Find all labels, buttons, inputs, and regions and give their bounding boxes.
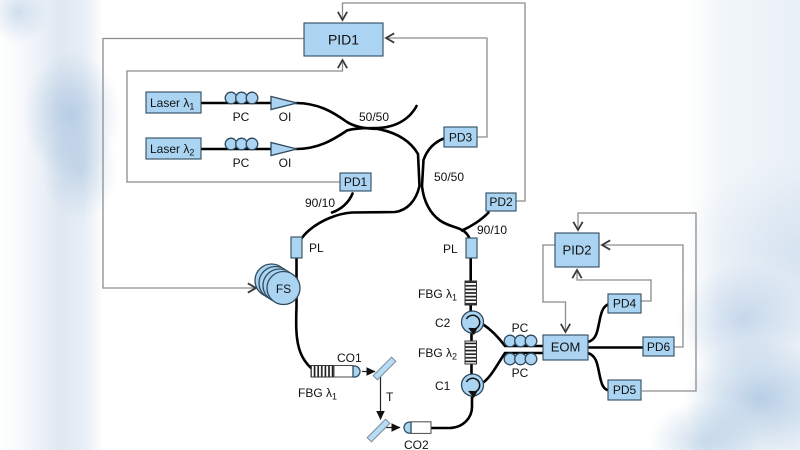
pc-eom-bottom-label: PC — [512, 366, 529, 380]
pl-left-label: PL — [309, 241, 324, 255]
fiber-c2-to-eom — [481, 322, 546, 348]
pl-right-label: PL — [443, 242, 458, 256]
feedback-pd5-to-pid2 — [572, 212, 697, 392]
pid1-controller: PID1 — [303, 22, 384, 57]
c1-label: C1 — [435, 379, 451, 393]
oi2-isolator — [270, 141, 298, 157]
pd6-label: PD6 — [647, 340, 671, 354]
pc-loop — [245, 91, 259, 105]
pd1-label: PD1 — [344, 175, 368, 189]
pid2-label: PID2 — [563, 243, 592, 258]
feedback-pd2-to-pid1 — [337, 2, 526, 202]
co2-lens-cap — [403, 421, 412, 434]
fs-fiber-stretcher: FS — [254, 263, 301, 306]
pd2-photodetector: PD2 — [485, 192, 517, 212]
pid2-controller: PID2 — [554, 232, 600, 268]
pc-loop — [524, 352, 538, 366]
pc-loop — [245, 137, 259, 151]
laser2-source: Laser λ2 — [145, 137, 202, 160]
fbg-lambda2-vertical — [464, 340, 477, 365]
c2-rotation-arrow — [465, 314, 481, 336]
fbg2v-label: FBG λ2 — [418, 346, 457, 362]
t-mirror-label: T — [386, 390, 394, 404]
c1-rotation-arrow — [465, 377, 481, 399]
feedback-pd4-to-pid2 — [571, 268, 652, 302]
co2-label: CO2 — [404, 438, 429, 450]
fiber-tap-to-pd1 — [330, 192, 354, 214]
laser2-label: Laser λ2 — [150, 142, 194, 158]
pid1-label: PID1 — [328, 32, 359, 48]
laser1-source: Laser λ1 — [145, 91, 202, 114]
pd1-photodetector: PD1 — [339, 172, 372, 192]
fiber-eom-to-pd4 — [586, 302, 611, 344]
coupler2-ratio-label: 50/50 — [434, 170, 464, 184]
mirror-1 — [372, 356, 397, 381]
fs-coil — [266, 270, 301, 306]
pc-eom-top-label: PC — [512, 321, 529, 335]
free-space-beams — [362, 367, 401, 432]
pc-coil-eom-bottom — [503, 352, 538, 366]
feedback-pd1-to-pid1 — [126, 58, 348, 183]
feedback-pid1-to-fs — [102, 37, 304, 294]
pl-right-block — [465, 237, 478, 259]
oi1-isolator — [270, 95, 298, 111]
co2-collimator — [403, 421, 432, 434]
text-labels: PC OI PC OI 50/50 50/50 90/10 90/10 PL P… — [233, 110, 529, 450]
fiber-coupler1-stub — [377, 104, 418, 130]
co1-collimator — [333, 365, 361, 378]
pd3-photodetector: PD3 — [443, 126, 478, 148]
mirror-2 — [366, 418, 391, 443]
fbg1h-label: FBG λ1 — [298, 386, 337, 402]
eom-label: EOM — [551, 340, 581, 355]
pd3-label: PD3 — [449, 131, 473, 145]
fiber-c1-to-co2 — [429, 392, 474, 430]
fbg-lambda1-horizontal — [310, 365, 335, 378]
tap-right-ratio-label: 90/10 — [477, 223, 507, 237]
pd5-label: PD5 — [613, 383, 637, 397]
feedback-lines — [102, 2, 697, 392]
pd2-label: PD2 — [489, 195, 513, 209]
fibers — [199, 101, 645, 430]
pd6-photodetector: PD6 — [642, 336, 675, 357]
fiber-c1-to-eom — [481, 351, 546, 385]
pd5-photodetector: PD5 — [607, 379, 642, 401]
c1-circulator — [460, 373, 485, 399]
pl-left-block — [290, 236, 303, 259]
pc-coil-laser2 — [224, 137, 259, 151]
pc-loop — [524, 334, 538, 348]
pd4-label: PD4 — [613, 297, 637, 311]
pc-coil-laser1 — [224, 91, 259, 105]
oi1-label: OI — [279, 110, 292, 124]
pc1-label: PC — [233, 110, 250, 124]
fiber-oi2-to-coupler1 — [294, 126, 381, 151]
fiber-tap-to-pd2 — [460, 211, 490, 232]
fiber-eom-to-pd5 — [586, 351, 611, 392]
oi2-label: OI — [279, 156, 292, 170]
fbg-lambda1-vertical — [464, 280, 477, 306]
c2-label: C2 — [435, 316, 451, 330]
fiber-coupler1-to-coupler2-to-left-arm — [294, 127, 421, 372]
feedback-pd3-to-pid1 — [384, 32, 488, 138]
co1-lens-cap — [352, 365, 361, 378]
feedback-pid2-to-eom — [542, 244, 571, 334]
pc2-label: PC — [233, 156, 250, 170]
laser1-label: Laser λ1 — [150, 96, 194, 112]
eom-modulator: EOM — [542, 334, 589, 361]
feedback-pd6-to-pid2 — [600, 239, 684, 348]
tap-left-ratio-label: 90/10 — [305, 196, 335, 210]
pc-coil-eom-top — [503, 334, 538, 348]
fbg1v-label: FBG λ1 — [418, 287, 457, 303]
fiber-pd3-to-coupler2-to-right-arm — [420, 136, 472, 315]
pd4-photodetector: PD4 — [607, 293, 642, 314]
co1-label: CO1 — [337, 351, 362, 365]
c2-circulator — [460, 310, 485, 336]
fs-label: FS — [276, 282, 291, 296]
coupler1-ratio-label: 50/50 — [359, 110, 389, 124]
